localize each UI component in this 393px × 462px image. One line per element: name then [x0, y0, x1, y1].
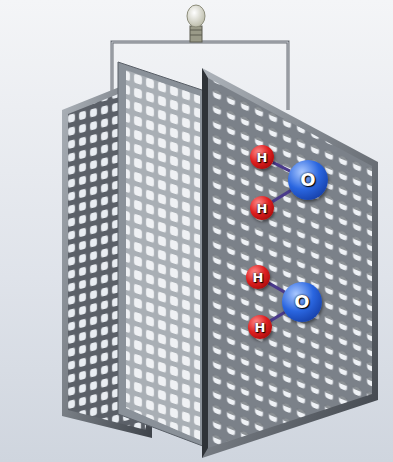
bulb-base — [190, 26, 202, 42]
light-bulb — [187, 5, 205, 27]
atom-symbol: H — [255, 321, 266, 334]
atom-symbol: H — [257, 151, 268, 164]
hydrogen-atom: H — [250, 196, 274, 220]
front-plate — [208, 78, 372, 448]
chemical-bond — [273, 162, 290, 171]
oxygen-atom: O — [288, 160, 328, 200]
middle-plate-frame — [118, 62, 208, 448]
front-plate-frame — [202, 68, 378, 458]
atom-symbol: O — [294, 293, 309, 311]
oxygen-atom: O — [282, 282, 322, 322]
hydrogen-atom: H — [248, 315, 272, 339]
chemical-bond — [272, 190, 291, 201]
chemical-bond — [268, 283, 284, 292]
atom-symbol: H — [253, 271, 264, 284]
atom-symbol: H — [257, 202, 268, 215]
middle-plate — [126, 70, 200, 440]
chemical-bond — [270, 312, 285, 321]
atom-symbol: O — [300, 171, 315, 189]
hydrogen-atom: H — [250, 145, 274, 169]
hydrogen-atom: H — [246, 265, 270, 289]
